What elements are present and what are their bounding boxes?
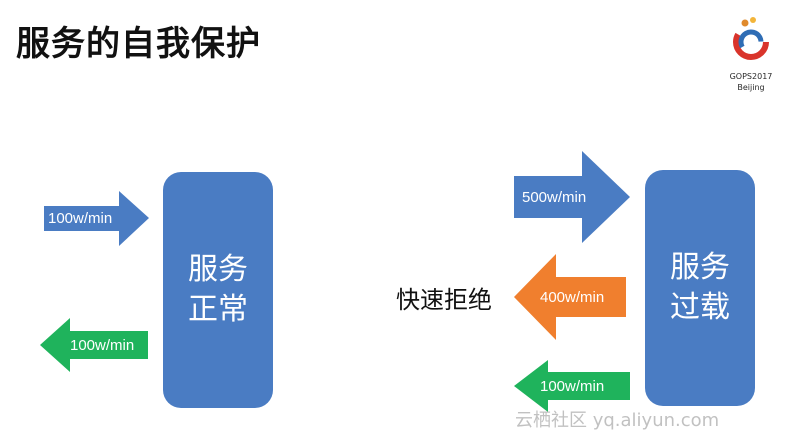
right-outgoing-rate: 100w/min <box>540 377 605 395</box>
service-normal-line2: 正常 <box>188 292 248 327</box>
arrow-left-icon <box>514 360 630 412</box>
slide-title: 服务的自我保护 <box>16 24 261 64</box>
gops-logo: GOPS2017 Beijing <box>720 12 782 98</box>
service-overload-line1: 服务 <box>670 250 730 285</box>
arrow-left-icon <box>514 254 626 340</box>
arrow-right-icon <box>514 151 630 243</box>
right-incoming-arrow: 500w/min <box>514 151 630 243</box>
arrow-right-icon <box>44 191 149 246</box>
fast-reject-label: 快速拒绝 <box>396 286 492 314</box>
reject-rate: 400w/min <box>540 288 605 306</box>
left-outgoing-rate: 100w/min <box>70 336 135 354</box>
service-overload-line2: 过载 <box>670 290 730 325</box>
right-outgoing-arrow: 100w/min <box>514 360 630 412</box>
gops-swirl-icon <box>733 17 769 60</box>
logo-event-name: GOPS2017 <box>729 72 773 81</box>
reject-arrow: 400w/min <box>514 254 626 340</box>
service-normal-line1: 服务 <box>188 252 248 287</box>
service-normal-box: 服务 正常 <box>163 172 273 408</box>
logo-city: Beijing <box>737 83 765 92</box>
left-incoming-rate: 100w/min <box>48 210 113 227</box>
left-incoming-arrow: 100w/min <box>44 191 149 246</box>
arrow-left-icon <box>40 318 148 372</box>
watermark: 云栖社区 yq.aliyun.com <box>515 410 720 431</box>
service-overload-box: 服务 过载 <box>645 170 755 406</box>
left-outgoing-arrow: 100w/min <box>40 318 148 372</box>
right-incoming-rate: 500w/min <box>522 188 587 206</box>
